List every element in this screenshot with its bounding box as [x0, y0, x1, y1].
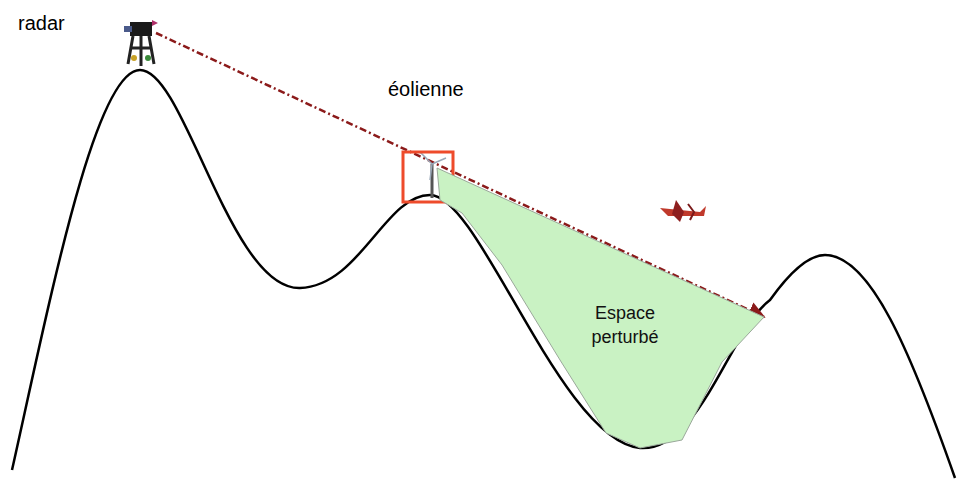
radar-beam — [156, 33, 764, 317]
zone-label: Espace perturbé — [573, 301, 677, 350]
mountain-profile — [12, 70, 955, 478]
radar-label: radar — [18, 12, 65, 35]
radar-symbol — [124, 20, 158, 66]
radar-base — [131, 55, 137, 61]
radar-dish — [130, 22, 152, 36]
radar-base — [145, 55, 151, 61]
radar-mast — [128, 36, 154, 66]
turbine-label: éolienne — [388, 78, 464, 101]
airplane-wing — [672, 200, 684, 222]
zone-shape — [437, 168, 764, 448]
disturbed-zone: Espace perturbé — [430, 165, 770, 455]
airplane-symbol — [660, 200, 706, 222]
radar-dish — [152, 20, 158, 26]
airplane-wing — [688, 204, 694, 220]
radar-dish — [124, 26, 132, 32]
